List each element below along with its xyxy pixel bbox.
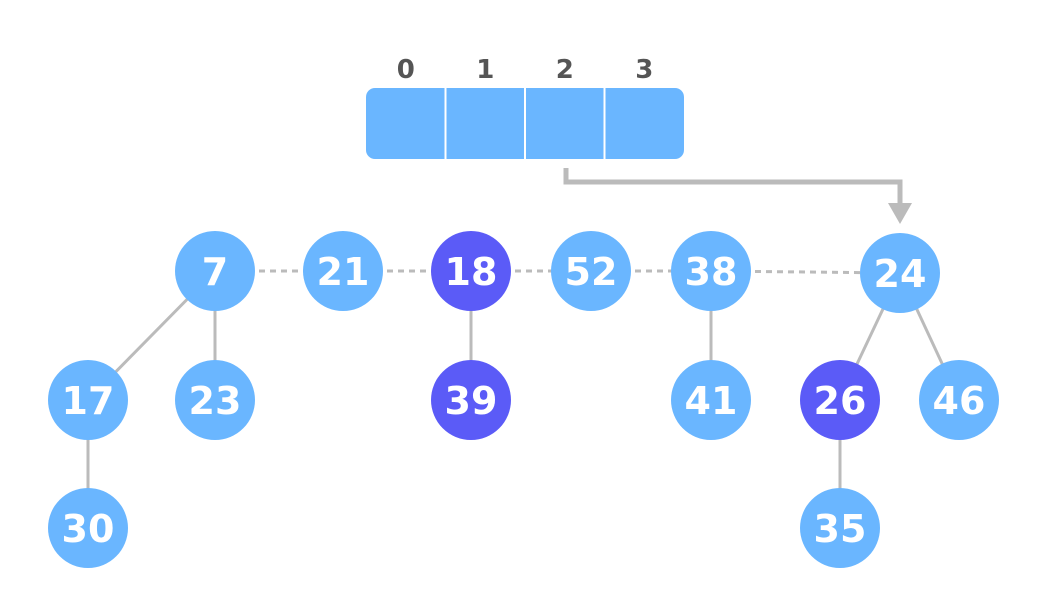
node-label: 21	[317, 250, 370, 294]
node-label: 38	[685, 250, 738, 294]
node-label: 26	[814, 379, 867, 423]
index-array: 0 1 2 3	[366, 55, 684, 159]
heap-node-26: 26	[800, 360, 880, 440]
node-label: 39	[445, 379, 498, 423]
node-circle	[919, 360, 999, 440]
heap-node-21: 21	[303, 231, 383, 311]
node-label: 7	[202, 250, 228, 294]
heap-node-24: 24	[860, 233, 940, 313]
array-index-label: 2	[556, 55, 574, 85]
heap-node-38: 38	[671, 231, 751, 311]
node-circle	[860, 233, 940, 313]
node-circle	[175, 360, 255, 440]
tree-nodes: 7 21 18 52 38 24 17 23 39 41 26 46 30 35	[48, 231, 999, 568]
node-label: 17	[62, 379, 115, 423]
node-circle	[551, 231, 631, 311]
heap-node-17: 17	[48, 360, 128, 440]
node-circle	[175, 231, 255, 311]
node-label: 41	[685, 379, 738, 423]
heap-node-52: 52	[551, 231, 631, 311]
pointer-arrow	[563, 168, 912, 224]
node-circle	[800, 488, 880, 568]
node-circle	[431, 360, 511, 440]
pointer-arrowhead	[888, 203, 912, 224]
heap-node-41: 41	[671, 360, 751, 440]
heap-node-35: 35	[800, 488, 880, 568]
node-label: 52	[565, 250, 618, 294]
array-index-label: 3	[635, 55, 653, 85]
array-index-label: 1	[476, 55, 494, 85]
heap-node-18: 18	[431, 231, 511, 311]
node-label: 30	[62, 507, 115, 551]
node-circle	[48, 488, 128, 568]
node-circle	[800, 360, 880, 440]
node-circle	[431, 231, 511, 311]
heap-node-23: 23	[175, 360, 255, 440]
node-label: 35	[814, 507, 867, 551]
node-label: 18	[445, 250, 498, 294]
node-label: 46	[933, 379, 986, 423]
node-label: 24	[874, 252, 927, 296]
node-label: 23	[189, 379, 242, 423]
node-circle	[303, 231, 383, 311]
heap-node-46: 46	[919, 360, 999, 440]
heap-node-39: 39	[431, 360, 511, 440]
array-index-label: 0	[397, 55, 415, 85]
node-circle	[671, 360, 751, 440]
node-circle	[48, 360, 128, 440]
heap-node-30: 30	[48, 488, 128, 568]
heap-node-7: 7	[175, 231, 255, 311]
node-circle	[671, 231, 751, 311]
pointer-line	[563, 168, 903, 206]
